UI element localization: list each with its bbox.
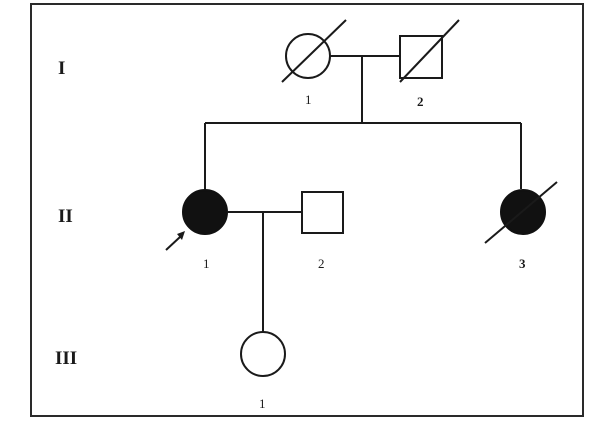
affected-female-symbol bbox=[182, 189, 228, 235]
female-symbol bbox=[240, 331, 286, 377]
male-symbol bbox=[301, 191, 344, 234]
figure-frame bbox=[30, 3, 584, 417]
individual-II-3[interactable] bbox=[484, 181, 558, 244]
deceased-slash bbox=[399, 19, 460, 83]
generation-label-1: I bbox=[58, 58, 65, 79]
individual-II-1[interactable] bbox=[182, 189, 228, 235]
individual-label-I-1: 1 bbox=[305, 92, 312, 107]
generation-label-2: II bbox=[58, 206, 73, 227]
proband-arrow-icon bbox=[165, 231, 185, 251]
individual-label-I-2: 2 bbox=[417, 94, 424, 109]
male-symbol bbox=[399, 35, 443, 79]
individual-I-1[interactable] bbox=[281, 19, 347, 83]
individual-label-III-1: 1 bbox=[259, 396, 266, 411]
individual-I-2[interactable] bbox=[399, 19, 460, 83]
generation-label-3: III bbox=[55, 348, 77, 369]
individual-label-II-2: 2 bbox=[318, 256, 325, 271]
individual-III-1[interactable] bbox=[240, 331, 286, 377]
deceased-slash bbox=[484, 181, 558, 244]
individual-label-II-1: 1 bbox=[203, 256, 210, 271]
individual-II-2[interactable] bbox=[301, 191, 344, 234]
individual-label-II-3: 3 bbox=[519, 256, 526, 271]
deceased-slash bbox=[281, 19, 347, 83]
